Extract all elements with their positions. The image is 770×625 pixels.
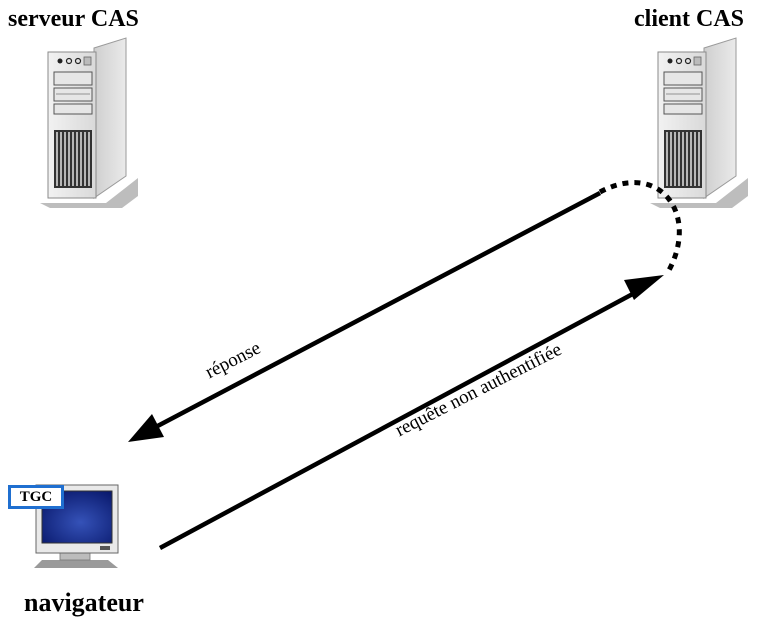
server-tower-icon [40,37,138,208]
server-label: serveur CAS [8,6,139,32]
request-arrow [158,275,664,550]
client-processing-loop [598,180,682,274]
client-label: client CAS [634,6,744,32]
server-tower-icon [650,37,748,208]
tgc-badge: TGC [8,485,64,509]
browser-label: navigateur [24,588,144,617]
response-arrow [128,191,602,442]
